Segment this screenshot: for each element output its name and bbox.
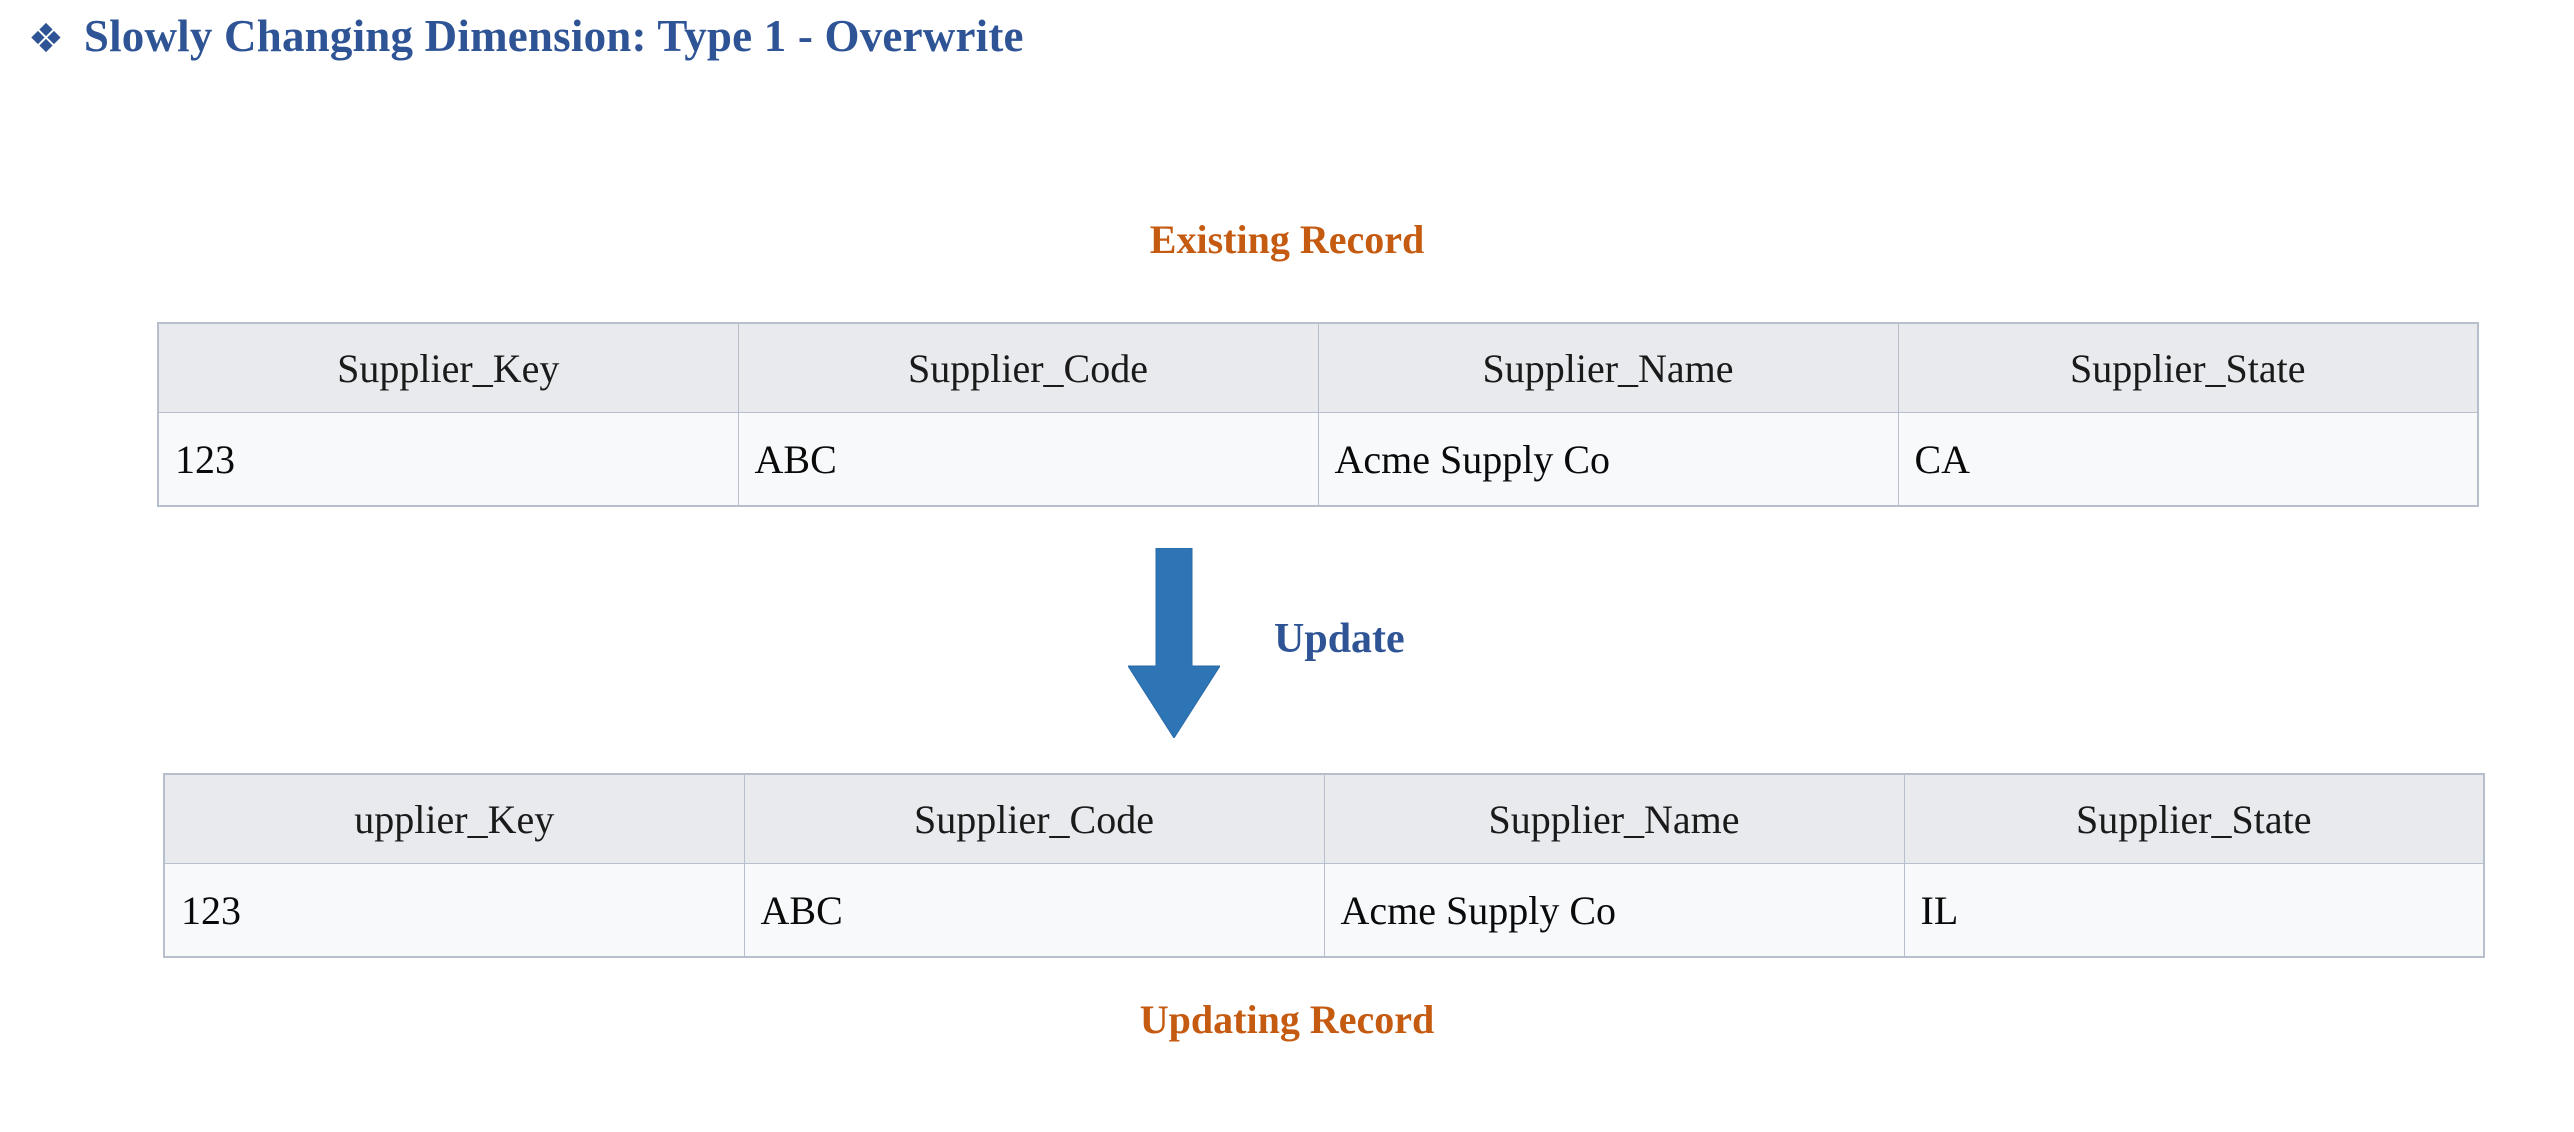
table-row: 123 ABC Acme Supply Co CA [157, 412, 2479, 507]
page-title-text: Slowly Changing Dimension: Type 1 - Over… [83, 11, 1024, 61]
cell-supplier-code: ABC [743, 863, 1325, 958]
column-header-supplier-name: Supplier_Name [1323, 773, 1905, 864]
existing-record-caption: Existing Record [1149, 217, 1425, 262]
column-header-supplier-name: Supplier_Name [1317, 322, 1899, 413]
existing-record-table: Supplier_Key Supplier_Code Supplier_Name… [157, 322, 2479, 507]
diamond-bullet-icon: ❖ [28, 15, 64, 62]
column-header-supplier-code: Supplier_Code [737, 322, 1319, 413]
cell-supplier-key: 123 [157, 412, 739, 507]
table-row: 123 ABC Acme Supply Co IL [163, 863, 2485, 958]
column-header-supplier-code: Supplier_Code [743, 773, 1325, 864]
updating-record-table: upplier_Key Supplier_Code Supplier_Name … [163, 773, 2485, 958]
cell-supplier-name: Acme Supply Co [1323, 863, 1905, 958]
column-header-supplier-state: Supplier_State [1903, 773, 2485, 864]
update-label: Update [1274, 616, 1405, 662]
column-header-supplier-key: upplier_Key [163, 773, 745, 864]
column-header-supplier-key: Supplier_Key [157, 322, 739, 413]
cell-supplier-state: IL [1903, 863, 2485, 958]
table-header-row: Supplier_Key Supplier_Code Supplier_Name… [157, 322, 2479, 413]
cell-supplier-key: 123 [163, 863, 745, 958]
cell-supplier-state: CA [1897, 412, 2479, 507]
column-header-supplier-state: Supplier_State [1897, 322, 2479, 413]
cell-supplier-name: Acme Supply Co [1317, 412, 1899, 507]
down-arrow-icon [1127, 547, 1221, 739]
cell-supplier-code: ABC [737, 412, 1319, 507]
table-header-row: upplier_Key Supplier_Code Supplier_Name … [163, 773, 2485, 864]
page-title: ❖ Slowly Changing Dimension: Type 1 - Ov… [28, 14, 1024, 59]
updating-record-caption: Updating Record [1139, 997, 1435, 1042]
